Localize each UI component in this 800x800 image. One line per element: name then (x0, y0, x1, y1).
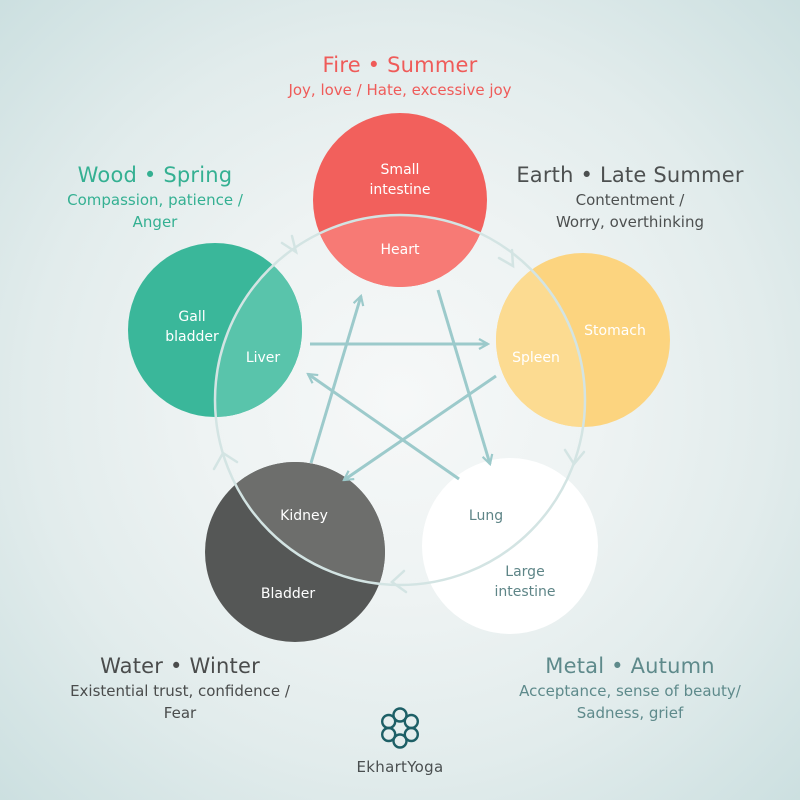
wood-label: Wood • Spring Compassion, patience / Ang… (30, 161, 280, 233)
logo-text: EkhartYoga (356, 758, 444, 776)
fire-circle (313, 113, 487, 287)
organ-lung: Lung (468, 508, 504, 524)
arrow-fire-to-metal (436, 289, 490, 464)
wood-desc-line-2: Anger (132, 213, 178, 231)
generating-cycle-ring (213, 213, 587, 587)
earth-circle (496, 253, 670, 427)
wood-desc-line-1: Compassion, patience / (67, 191, 243, 209)
fire-label: Fire • Summer Joy, love / Hate, excessiv… (250, 51, 550, 101)
arrow-metal-to-wood (308, 374, 460, 481)
fire-title: Fire • Summer (322, 53, 478, 77)
metal-desc-line-1: Acceptance, sense of beauty/ (519, 682, 741, 700)
organ-kidney: Kidney (280, 508, 328, 524)
earth-desc-line-2: Worry, overthinking (555, 213, 704, 231)
water-desc-line-2: Fear (163, 704, 197, 722)
controlling-cycle-star (308, 289, 497, 481)
organ-small-intestine: Small intestine (369, 160, 430, 200)
water-desc-line-1: Existential trust, confidence / (70, 682, 290, 700)
organ-gall-bladder: Gall bladder (165, 307, 219, 347)
organ-liver: Liver (245, 350, 281, 366)
ring-arrowheads (212, 234, 586, 594)
ring-arrow-fire-to-earth (497, 248, 515, 269)
arrow-water-to-fire (309, 296, 361, 464)
earth-desc-line-1: Contentment / (575, 191, 685, 209)
arrow-earth-to-water (344, 374, 497, 480)
ekhartyoga-logo: EkhartYoga (350, 758, 450, 776)
metal-title: Metal • Autumn (545, 654, 715, 678)
ring-arrow-metal-to-water (390, 569, 408, 594)
water-title: Water • Winter (100, 654, 260, 678)
flower-knot-icon (381, 707, 420, 749)
organ-small-intestine-line-2: intestine (369, 182, 431, 198)
ring-arrow-wood-to-fire (280, 234, 298, 255)
organ-gall-bladder-line-2: bladder (165, 329, 219, 345)
wood-circle (128, 243, 302, 417)
wood-title: Wood • Spring (77, 163, 233, 187)
organ-small-intestine-line-1: Small (380, 162, 420, 178)
ring-arrow-water-to-wood (212, 451, 239, 471)
organ-large-intestine: Large intestine (494, 562, 555, 602)
organ-spleen: Spleen (512, 350, 560, 366)
organ-large-intestine-line-1: Large (505, 564, 545, 580)
organ-large-intestine-line-2: intestine (494, 584, 556, 600)
metal-label: Metal • Autumn Acceptance, sense of beau… (480, 652, 780, 724)
organ-stomach: Stomach (584, 323, 646, 339)
organ-heart: Heart (380, 242, 420, 258)
organ-bladder: Bladder (260, 586, 316, 602)
fire-desc: Joy, love / Hate, excessive joy (288, 81, 512, 99)
metal-circle (422, 458, 598, 634)
organ-gall-bladder-line-1: Gall (178, 309, 206, 325)
metal-desc-line-2: Sadness, grief (576, 704, 684, 722)
earth-label: Earth • Late Summer Contentment / Worry,… (490, 161, 770, 233)
earth-title: Earth • Late Summer (516, 163, 744, 187)
ring-arrow-earth-to-metal (563, 448, 586, 467)
water-label: Water • Winter Existential trust, confid… (30, 652, 330, 724)
